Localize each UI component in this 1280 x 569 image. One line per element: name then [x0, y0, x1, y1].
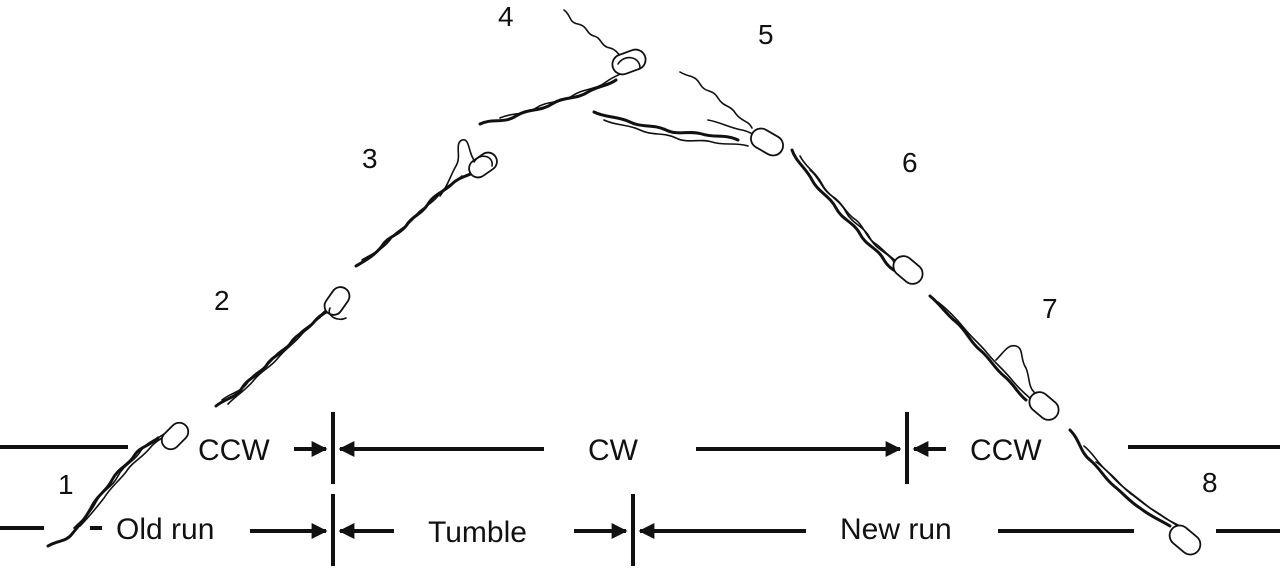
step-label-4: 4	[498, 1, 514, 32]
bacterium-2	[214, 286, 351, 408]
swimming-phase-row: Old run Tumble New run	[0, 494, 1280, 566]
motor-rotation-row: CCW CW CCW	[0, 412, 1280, 484]
step-label-2: 2	[214, 285, 230, 316]
step-label-1: 1	[58, 469, 74, 500]
phase-new-run-label: New run	[840, 513, 952, 546]
bacterium-4	[478, 9, 647, 126]
bacterium-7	[928, 294, 1060, 421]
motor-ccw-right-label: CCW	[970, 434, 1042, 467]
motor-cw-label: CW	[588, 434, 639, 467]
bacterium-1	[46, 421, 190, 548]
step-label-7: 7	[1042, 293, 1058, 324]
step-label-8: 8	[1202, 467, 1218, 498]
bacterium-5	[592, 71, 784, 157]
motor-ccw-left-label: CCW	[198, 434, 270, 467]
bacterium-6	[790, 148, 924, 285]
phase-old-run-label: Old run	[116, 513, 214, 546]
phase-tumble-label: Tumble	[428, 516, 527, 549]
step-label-3: 3	[362, 143, 378, 174]
bacterium-8	[1068, 428, 1202, 556]
step-label-6: 6	[902, 147, 918, 178]
bacterium-3	[354, 139, 498, 268]
step-label-5: 5	[758, 19, 774, 50]
